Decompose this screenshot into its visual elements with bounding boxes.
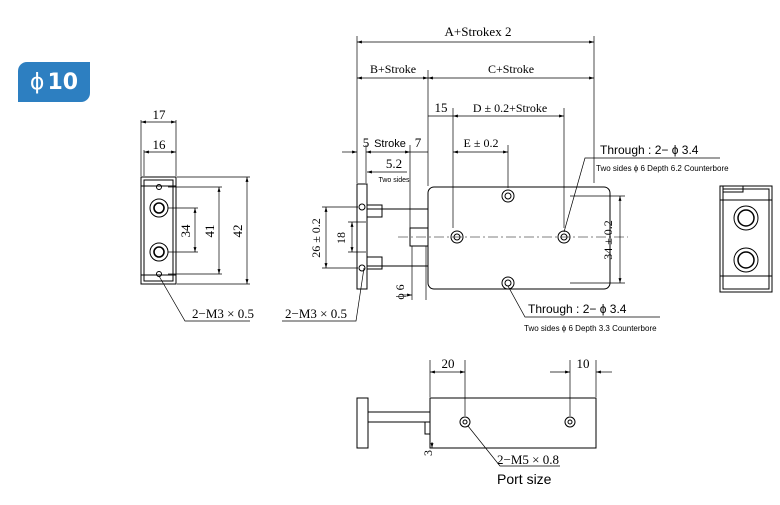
- port-thread-callout: 2−M5 × 0.8: [497, 452, 559, 467]
- dim-34-tol-label: 34 ± 0.2: [601, 220, 615, 260]
- piston-rod-icon: [733, 247, 759, 273]
- dim-15-label: 15: [435, 100, 448, 115]
- stroke-label: Stroke: [374, 138, 406, 150]
- through-hole-icon: [501, 189, 515, 203]
- dim-34-label: 34: [178, 224, 193, 238]
- through-top-callout: Through : 2− ϕ 3.4: [600, 143, 699, 157]
- through-bottom-callout: Through : 2− ϕ 3.4: [528, 302, 627, 316]
- port-icon: [564, 416, 576, 428]
- dim-18-label: 18: [334, 232, 348, 244]
- dim-5-2-label: 5.2: [386, 156, 402, 171]
- overall-length-label: A+Strokex 2: [445, 24, 512, 39]
- left-end-view: [140, 120, 250, 322]
- port-icon: [459, 416, 471, 428]
- size-badge: ϕ 10: [18, 62, 90, 102]
- size-value: 10: [47, 69, 79, 95]
- dim-42-label: 42: [230, 225, 245, 238]
- dim-26-label: 26 ± 0.2: [309, 218, 323, 258]
- dim-3-label: 3: [421, 450, 435, 456]
- dim-41-label: 41: [202, 225, 217, 238]
- port-size-label: Port size: [497, 471, 552, 487]
- e-label: E ± 0.2: [464, 136, 499, 150]
- c-stroke-label: C+Stroke: [488, 62, 534, 76]
- dim-16-label: 16: [153, 137, 167, 152]
- middle-m3-callout: 2−M3 × 0.5: [285, 306, 347, 321]
- bottom-side-view: [356, 360, 612, 467]
- d-stroke-label: D ± 0.2+Stroke: [473, 101, 547, 115]
- b-stroke-label: B+Stroke: [370, 62, 416, 76]
- dim-17-label: 17: [153, 107, 167, 122]
- dim-20-label: 20: [442, 356, 455, 371]
- left-m3-callout: 2−M3 × 0.5: [192, 306, 254, 321]
- counterbore-top-note: Two sides ϕ 6 Depth 6.2 Counterbore: [596, 164, 729, 173]
- dim-5-label: 5: [363, 135, 370, 150]
- diameter-symbol: ϕ: [29, 69, 45, 95]
- dim-10-label: 10: [577, 356, 590, 371]
- piston-rod-icon: [733, 205, 759, 231]
- main-top-view: [282, 36, 720, 322]
- dim-7-label: 7: [415, 135, 422, 150]
- counterbore-bottom-note: Two sides ϕ 6 Depth 3.3 Counterbore: [524, 324, 657, 333]
- two-sides-label: Two sides: [378, 177, 410, 184]
- rod-diameter-label: ϕ 6: [393, 284, 407, 299]
- right-end-view: [719, 185, 773, 293]
- tap-hole-icon: [156, 184, 162, 190]
